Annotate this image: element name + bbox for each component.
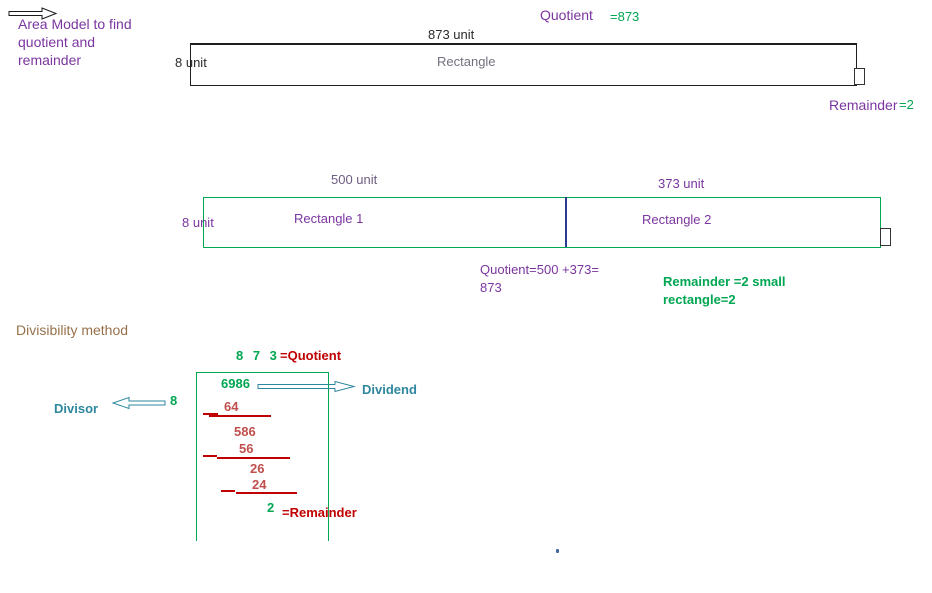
rectangle-divider-line — [565, 197, 567, 247]
rectangle-1-label: Rectangle 1 — [294, 211, 364, 226]
underline-tick-2 — [203, 455, 217, 457]
quotient-tag: =Quotient — [280, 348, 342, 363]
underline-tick-1 — [203, 413, 218, 415]
intro-note-line1: Area Model to find — [18, 16, 132, 32]
underline-3 — [236, 492, 297, 494]
dividend-value: 6986 — [221, 376, 250, 391]
dividend-arrow-icon — [257, 380, 357, 396]
remainder-small-box-1 — [854, 68, 865, 85]
work-step-5: 24 — [252, 477, 267, 492]
right-arrow-icon — [8, 6, 58, 24]
divisor-label: Divisor — [54, 401, 99, 416]
quotient-value: =873 — [610, 9, 640, 24]
quotient-label: Quotient — [540, 7, 593, 23]
intro-note-line3: remainder — [18, 52, 82, 68]
rect-left-width-label: 500 unit — [331, 172, 378, 187]
divisor-arrow-icon — [111, 396, 167, 413]
quotient-sum-note-line1: Quotient=500 +373= — [480, 262, 599, 277]
underline-2 — [217, 457, 290, 459]
work-step-3: 56 — [239, 441, 254, 456]
rect2-height-label: 8 unit — [182, 215, 214, 230]
rect1-height-label: 8 unit — [175, 55, 207, 70]
work-step-4: 26 — [250, 461, 265, 476]
division-bracket-right — [328, 372, 329, 541]
remainder-label: Remainder — [829, 97, 898, 113]
division-section-title: Divisibility method — [16, 322, 129, 338]
remainder-tag: =Remainder — [282, 505, 357, 520]
quotient-sum-note-line2: 873 — [480, 280, 502, 295]
work-step-1: 64 — [224, 399, 239, 414]
rectangle-label: Rectangle — [437, 54, 496, 69]
stray-mark — [556, 549, 559, 553]
remainder-note-line1: Remainder =2 small — [663, 274, 786, 289]
work-step-2: 586 — [234, 424, 256, 439]
remainder-note-line2: rectangle=2 — [663, 292, 736, 307]
split-area-model-rectangle — [203, 197, 881, 248]
rect-right-width-label: 373 unit — [658, 176, 705, 191]
rectangle-2-label: Rectangle 2 — [642, 212, 712, 227]
division-bracket-left — [196, 372, 197, 541]
remainder-small-box-2 — [880, 228, 891, 246]
remainder-digit: 2 — [267, 500, 275, 515]
dividend-label: Dividend — [362, 382, 417, 397]
divisor-value: 8 — [170, 393, 178, 408]
quotient-digits: 8 7 3 — [236, 348, 278, 363]
intro-note-line2: quotient and — [18, 34, 96, 50]
division-bracket-top — [196, 372, 329, 373]
underline-tick-3 — [221, 490, 235, 492]
underline-1 — [209, 415, 271, 417]
area-model-rectangle — [190, 43, 857, 86]
rect1-width-label: 873 unit — [428, 27, 475, 42]
remainder-value: =2 — [899, 97, 914, 112]
